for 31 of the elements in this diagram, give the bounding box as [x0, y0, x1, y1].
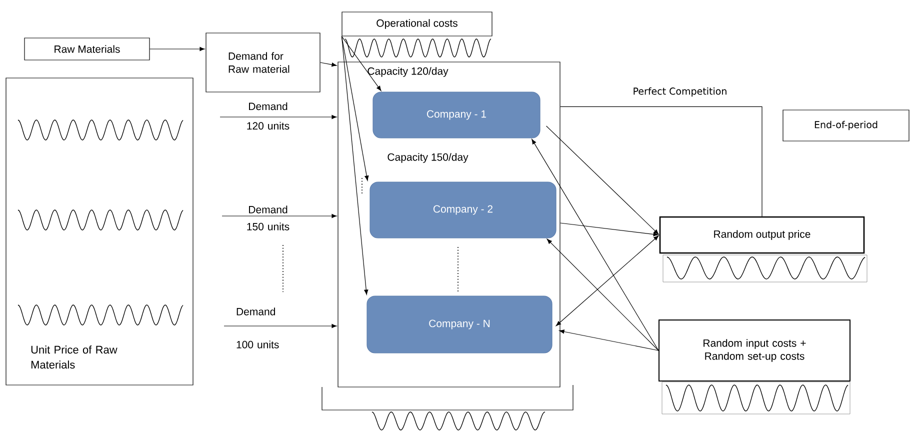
company-box: Company - 2 [370, 182, 556, 238]
process-box: End-of-period [782, 110, 910, 142]
edge-label: Perfect Competition [634, 87, 726, 97]
market-box [338, 62, 560, 388]
capacity-label: Capacity 150/day [388, 153, 468, 163]
process-box: Raw Materials [24, 38, 150, 60]
capacity-label: Capacity 120/day [368, 67, 448, 77]
arrow [341, 36, 382, 91]
arrow [222, 214, 337, 218]
process-box: Demand for Raw material [206, 32, 320, 92]
process-box: Random output price [659, 216, 865, 254]
company-box: Company - 1 [372, 92, 540, 138]
process-box: Random input costs + Random set-up costs [658, 320, 850, 382]
arrow [341, 36, 369, 181]
edge-label: Demand 100 units [236, 308, 279, 348]
edge-label: Demand 150 units [247, 206, 290, 230]
arrow [532, 139, 659, 351]
arrow [546, 126, 659, 234]
edge-label: Demand 120 units [247, 102, 290, 130]
process-box: Operational costs [342, 12, 492, 36]
arrow [341, 36, 368, 295]
arrow [559, 330, 659, 351]
arrow [150, 46, 205, 52]
arrow [224, 324, 337, 328]
price-box: Unit Price of Raw Materials [6, 78, 194, 386]
arrow [320, 62, 337, 67]
arrow [556, 236, 659, 326]
arrow [560, 222, 658, 236]
company-box: Company - N [366, 296, 552, 354]
arrow [546, 238, 659, 351]
arrow [220, 114, 337, 120]
